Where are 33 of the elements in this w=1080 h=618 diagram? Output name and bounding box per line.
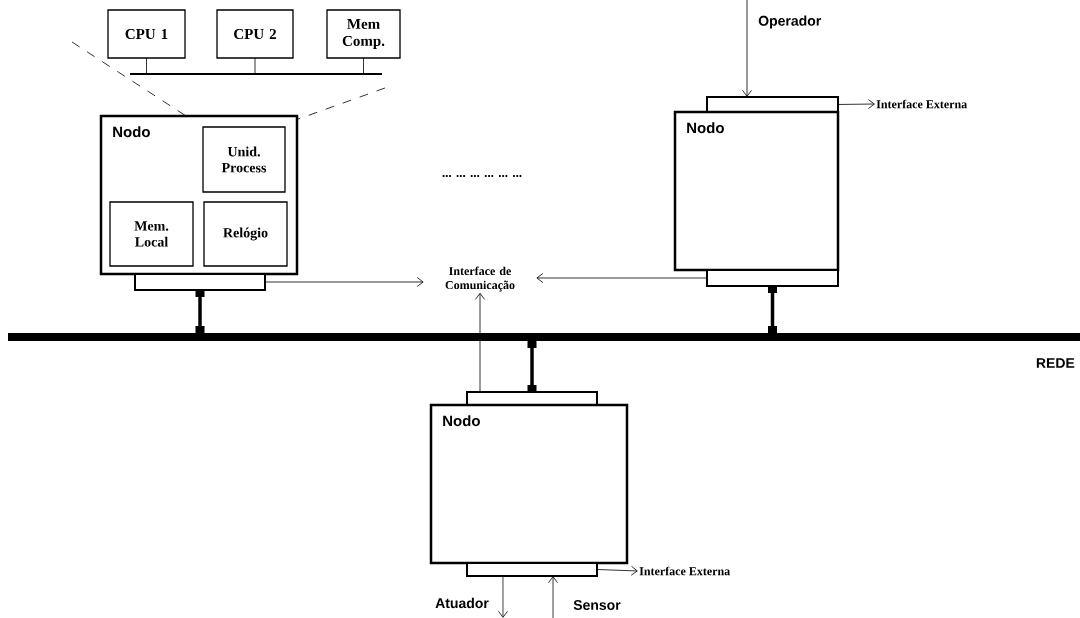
connector-line	[363, 57, 364, 74]
component-box: CPU 2	[216, 9, 294, 59]
edge-label: Atuador	[434, 596, 490, 610]
edge-label: Sensor	[572, 599, 622, 611]
interface-bar	[466, 391, 598, 406]
component-box: Relógio	[203, 201, 288, 267]
component-box: Unid. Process	[202, 126, 286, 193]
ellipsis-text: ... ... ... ... ... ...	[442, 174, 522, 178]
connector-line	[146, 57, 147, 74]
network-label: REDE	[1036, 358, 1075, 368]
interface-bar	[134, 273, 266, 291]
interface-label: Interface Externa	[876, 99, 967, 109]
bus-line	[130, 73, 382, 75]
interface-label: Interface de Comunicação	[445, 266, 515, 292]
arrow	[498, 575, 508, 618]
arrow	[548, 576, 558, 618]
component-box: Mem. Local	[109, 201, 194, 267]
arrow	[475, 292, 485, 393]
interface-bar	[466, 562, 598, 577]
interface-bar	[706, 269, 839, 287]
component-box: Mem Comp.	[326, 9, 401, 59]
arrow	[536, 273, 708, 283]
arrow	[742, 0, 752, 97]
arrow	[596, 565, 638, 576]
interface-label: Interface Externa	[639, 566, 730, 576]
arrow	[837, 99, 875, 109]
arrow	[264, 277, 424, 287]
bus-stub	[527, 341, 537, 392]
bus-stub	[195, 290, 205, 333]
bus-stub	[768, 286, 777, 333]
connector-line	[254, 57, 256, 74]
component-box: CPU 1	[107, 9, 186, 59]
edge-label: Operador	[757, 14, 823, 30]
